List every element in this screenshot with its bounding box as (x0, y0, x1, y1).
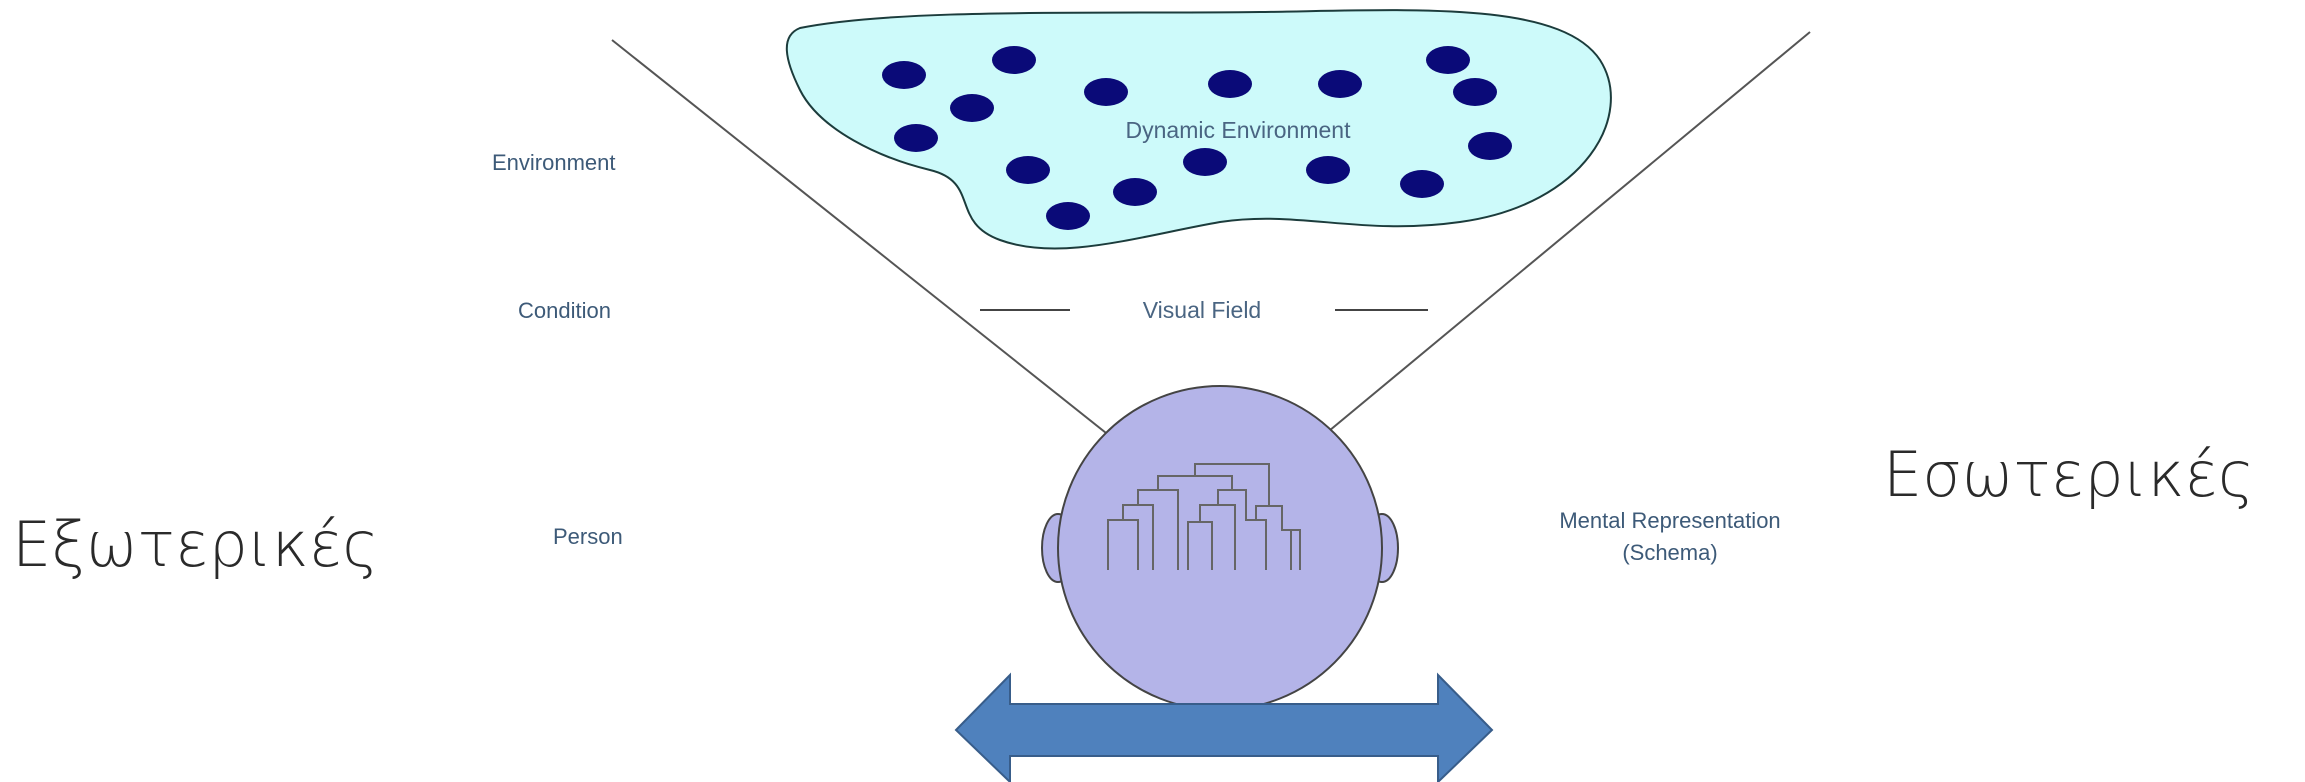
dot (1208, 70, 1252, 98)
internal-label: Εσωτερικές (1883, 438, 2255, 511)
external-label: Εξωτερικές (12, 508, 379, 581)
dot (950, 94, 994, 122)
dot (992, 46, 1036, 74)
dot (1306, 156, 1350, 184)
cone-left-line (611, 39, 1141, 461)
head-brain-icon (1041, 385, 1399, 711)
row-label-environment: Environment (492, 150, 616, 175)
dot (1046, 202, 1090, 230)
dot (1318, 70, 1362, 98)
environment-dots (882, 46, 1512, 230)
dot (1400, 170, 1444, 198)
double-arrow-icon (954, 672, 1494, 782)
schema-label: (Schema) (1622, 540, 1717, 565)
dot (1468, 132, 1512, 160)
dot (1426, 46, 1470, 74)
mental-representation-label: Mental Representation (1559, 508, 1780, 533)
schema-tree (1107, 463, 1301, 570)
dot (1084, 78, 1128, 106)
dot (1453, 78, 1497, 106)
cone-right-line (1299, 31, 1811, 456)
dot (882, 61, 926, 89)
row-label-person: Person (553, 524, 623, 549)
dot (1006, 156, 1050, 184)
row-label-condition: Condition (518, 298, 611, 323)
visual-field-label: Visual Field (1143, 297, 1261, 323)
dot (1113, 178, 1157, 206)
cloud-label: Dynamic Environment (1126, 117, 1352, 143)
dot (1183, 148, 1227, 176)
dot (894, 124, 938, 152)
